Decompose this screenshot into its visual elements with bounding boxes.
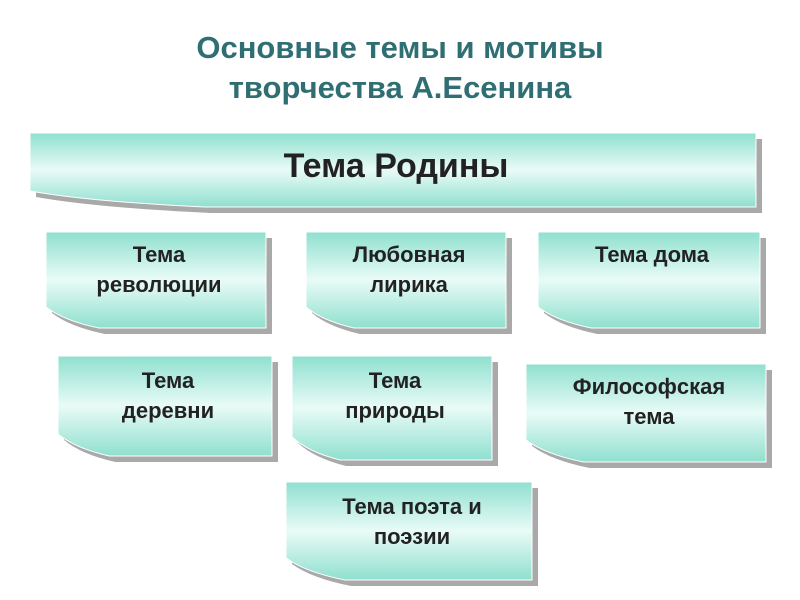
topic-card-label: Тема природы	[292, 366, 498, 426]
topic-card-label: Тема дома	[538, 240, 766, 270]
topic-card-label-line-1: Тема	[132, 242, 186, 267]
topic-card-label-line-2: поэзии	[373, 524, 451, 549]
topic-card-label: Любовная лирика	[306, 240, 512, 300]
topic-card-label-line-1: Тема поэта и	[342, 494, 482, 519]
card-body	[525, 363, 767, 463]
card-body	[285, 481, 533, 581]
main-topic-banner: Тема Родины	[29, 132, 762, 213]
topic-card-label-line-2: революции	[96, 272, 222, 297]
topic-card-shape	[305, 231, 512, 334]
topic-card-shape	[285, 481, 538, 586]
card-body	[29, 132, 757, 208]
page-title-line-1: Основные темы и мотивы	[196, 30, 604, 65]
topic-card-village: Тема деревни	[57, 355, 278, 462]
topic-card-label-line-1: Тема	[368, 368, 422, 393]
topic-card-revolution: Тема революции	[45, 231, 272, 334]
topic-card-label-line-2: природы	[345, 398, 445, 423]
topic-card-label-line-2: деревни	[121, 398, 215, 423]
topic-card-shape	[45, 231, 272, 334]
topic-card-label-line-2: тема	[623, 404, 675, 429]
main-topic-label: Тема Родины	[283, 147, 509, 185]
topic-card-philosophy: Философская тема	[525, 363, 772, 468]
topic-card-label-line-1: Философская	[572, 374, 726, 399]
topic-card-label-line-1: Тема дома	[595, 242, 709, 267]
page-title-line-2: творчества А.Есенина	[228, 70, 572, 105]
topic-card-shape	[525, 363, 772, 468]
card-body	[537, 231, 761, 329]
banner-shape	[29, 132, 762, 213]
card-body	[291, 355, 493, 461]
topic-card-label: Философская тема	[526, 372, 772, 432]
topic-card-label-line-1: Любовная	[352, 242, 466, 267]
topic-card-label: Тема поэта и поэзии	[286, 492, 538, 552]
card-body	[57, 355, 273, 457]
topic-card-love-lyrics: Любовная лирика	[305, 231, 512, 334]
topic-card-shape	[291, 355, 498, 466]
topic-card-label: Тема деревни	[58, 366, 278, 426]
topic-card-shape	[537, 231, 766, 334]
card-body	[305, 231, 507, 329]
topic-card-poet-and-poetry: Тема поэта и поэзии	[285, 481, 538, 586]
topic-card-home: Тема дома	[537, 231, 766, 334]
topic-card-label-line-1: Тема	[141, 368, 195, 393]
topic-card-label: Тема революции	[46, 240, 272, 300]
topic-card-nature: Тема природы	[291, 355, 498, 466]
page-title: Основные темы и мотивы творчества А.Есен…	[0, 28, 800, 108]
card-body	[45, 231, 267, 329]
topic-card-shape	[57, 355, 278, 462]
topic-card-label-line-2: лирика	[370, 272, 448, 297]
